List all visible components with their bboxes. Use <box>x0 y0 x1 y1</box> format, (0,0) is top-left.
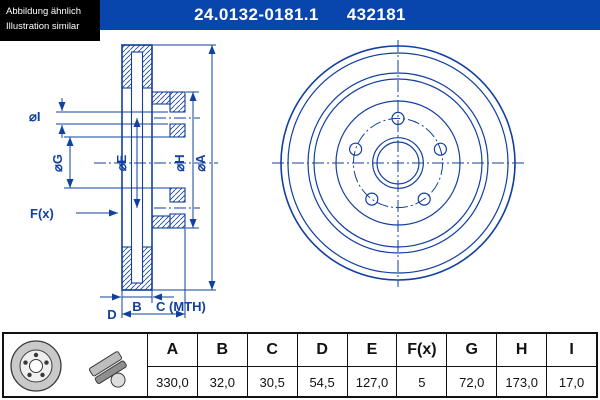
spec-col-header-c: C <box>246 334 297 367</box>
dim-label-d: D <box>107 307 116 322</box>
note-line-de: Abbildung ähnlich <box>6 6 82 17</box>
spec-col-header-e: E <box>346 334 397 367</box>
dim-label-dia-e: ⌀E <box>114 154 129 171</box>
spec-col-header-b: B <box>196 334 247 367</box>
dim-label-dia-g: ⌀G <box>50 154 65 172</box>
spec-col-header-d: D <box>296 334 347 367</box>
spec-col-header-i: I <box>546 334 596 367</box>
part-number: 24.0132-0181.1 <box>194 5 319 24</box>
spec-col-header-a: A <box>147 334 197 367</box>
spec-value-e: 127,0 <box>346 367 397 398</box>
dim-label-b: B <box>132 299 141 314</box>
similar-illustration-note: Abbildung ähnlich Illustration similar <box>0 0 100 41</box>
spec-value-h: 173,0 <box>496 367 546 398</box>
table-icon-cell <box>4 334 147 398</box>
dim-label-dia-a: ⌀A <box>193 154 208 172</box>
spec-col-header-g: G <box>446 334 497 367</box>
spec-value-a: 330,0 <box>147 367 197 398</box>
spec-value-d: 54,5 <box>296 367 347 398</box>
title-bar: 24.0132-0181.1 432181 <box>0 0 600 30</box>
spec-col-header-h: H <box>496 334 547 367</box>
spec-value-g: 72,0 <box>446 367 496 398</box>
dim-label-dia-h: ⌀H <box>172 154 187 171</box>
spec-col-header-fx: F(x) <box>396 334 447 367</box>
spec-value-b: 32,0 <box>196 367 247 398</box>
note-line-en: Illustration similar <box>6 20 80 32</box>
dimension-lines <box>56 44 216 318</box>
spec-value-i: 17,0 <box>546 367 596 398</box>
front-view <box>272 40 524 287</box>
brake-disc-icon <box>10 340 62 392</box>
spec-value-fx: 5 <box>396 367 446 398</box>
technical-drawing: ⌀I ⌀G ⌀E ⌀H ⌀A F(x) B C (MTH) D <box>29 40 524 322</box>
spec-value-c: 30,5 <box>246 367 297 398</box>
brake-caliper-icon <box>88 351 127 388</box>
dim-label-dia-i: ⌀I <box>29 109 40 124</box>
dim-label-c: C (MTH) <box>156 299 206 314</box>
reference-number: 432181 <box>346 5 406 24</box>
spec-table: A B C D E F(x) G H I 330,0 32,0 30,5 54,… <box>2 332 598 398</box>
dim-label-f: F(x) <box>30 206 54 221</box>
